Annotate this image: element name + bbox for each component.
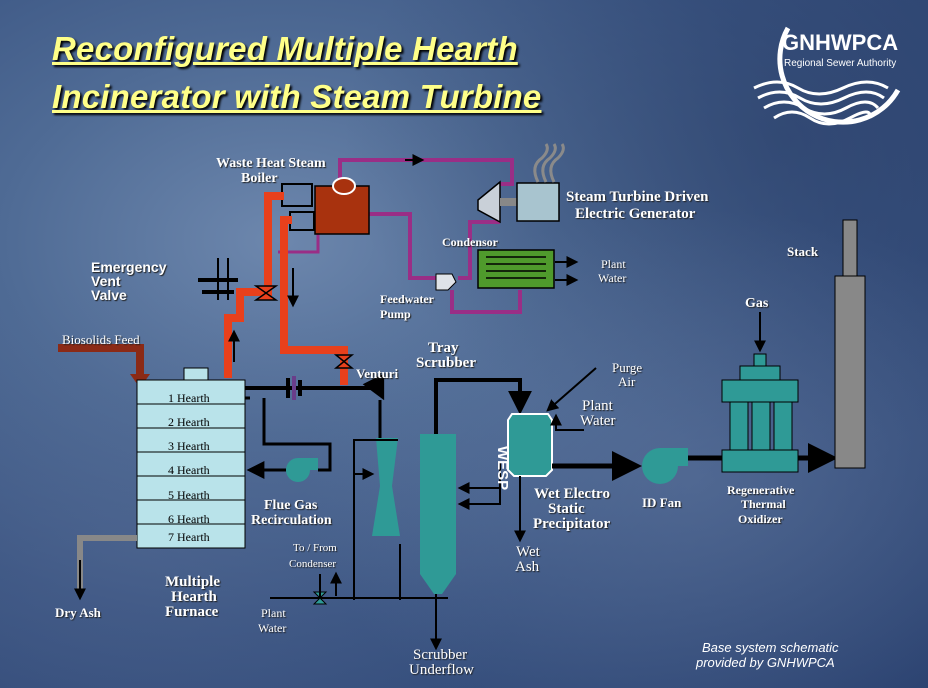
- label-steam-turbine-2: Electric Generator: [575, 206, 696, 222]
- label-scrubber-underflow-2: Underflow: [409, 662, 474, 678]
- label-plant-water-top-2: Water: [598, 271, 627, 285]
- label-emergency-vent-2: Vent: [91, 273, 121, 289]
- steam-turbine-icon: [477, 180, 501, 224]
- label-condensor: Condensor: [442, 235, 499, 249]
- label-tray-scrubber-1: Tray: [428, 340, 459, 356]
- gnhwpca-logo: GNHWPCA Regional Sewer Authority: [748, 18, 918, 146]
- multiple-hearth-furnace: [136, 367, 246, 549]
- hearth-label: 5 Hearth: [168, 488, 210, 502]
- hearth-label: 6 Hearth: [168, 512, 210, 526]
- label-wet-electro-2: Static: [548, 501, 585, 517]
- hearth-label: 1 Hearth: [168, 391, 210, 405]
- label-plant-water-wesp-1: Plant: [582, 398, 613, 414]
- label-stack: Stack: [787, 244, 819, 259]
- label-wet-electro-3: Precipitator: [533, 516, 611, 532]
- title-line-2: Incinerator with Steam Turbine: [52, 78, 542, 115]
- label-id-fan: ID Fan: [642, 495, 682, 510]
- wesp-unit: [507, 413, 553, 477]
- label-rto-3: Oxidizer: [738, 512, 783, 526]
- venturi-scrubber: [353, 378, 532, 651]
- label-rto-1: Regenerative: [727, 483, 795, 497]
- logo-wave-icon: [753, 26, 901, 126]
- stack-top: [842, 219, 858, 277]
- biosolids-feed-arrow: [58, 344, 144, 378]
- boiler-drum: [332, 177, 356, 195]
- label-plant-water-bottom-1: Plant: [261, 606, 286, 620]
- hearth-label: 7 Hearth: [168, 530, 210, 544]
- label-flue-gas-1: Flue Gas: [264, 498, 318, 513]
- label-wet-ash-2: Ash: [515, 559, 540, 575]
- rto-unit: [721, 353, 799, 473]
- hearth-label: 3 Hearth: [168, 439, 210, 453]
- label-biosolids-feed: Biosolids Feed: [62, 332, 140, 347]
- label-plant-water-top-1: Plant: [601, 257, 626, 271]
- label-wesp: WESP: [494, 446, 511, 491]
- label-plant-water-bottom-2: Water: [258, 621, 287, 635]
- hearth-label: 2 Hearth: [168, 415, 210, 429]
- label-wet-electro-1: Wet Electro: [534, 486, 610, 502]
- label-purge-air-1: Purge: [612, 360, 643, 375]
- label-feedwater-pump-1: Feedwater: [380, 292, 434, 306]
- label-plant-water-wesp-2: Water: [580, 413, 616, 429]
- label-multiple-hearth-3: Furnace: [165, 604, 219, 620]
- label-steam-turbine-1: Steam Turbine Driven: [566, 189, 709, 205]
- label-venturi: Venturi: [356, 366, 399, 381]
- stack: [834, 275, 866, 469]
- electric-generator: [516, 182, 560, 222]
- label-multiple-hearth-2: Hearth: [171, 589, 217, 605]
- emergency-vent-valve-icon: [253, 285, 279, 301]
- logo-name: GNHWPCA: [782, 30, 899, 55]
- label-gas: Gas: [745, 296, 769, 311]
- flue-gas-duct: [245, 373, 385, 479]
- title-line-1: Reconfigured Multiple Hearth: [52, 30, 518, 67]
- label-feedwater-pump-2: Pump: [380, 307, 411, 321]
- steam-loop: [278, 154, 522, 314]
- credit-line-2: provided by GNHWPCA: [696, 655, 835, 670]
- label-emergency-vent-3: Valve: [91, 287, 127, 303]
- label-waste-heat-boiler-1: Waste Heat Steam: [216, 156, 326, 171]
- label-rto-2: Thermal: [741, 497, 786, 511]
- label-emergency-vent-1: Emergency: [91, 259, 167, 275]
- label-purge-air-2: Air: [618, 374, 636, 389]
- label-scrubber-underflow-1: Scrubber: [413, 647, 468, 663]
- feedwater-pump-icon: [435, 273, 457, 291]
- hearth-label: 4 Hearth: [168, 463, 210, 477]
- label-multiple-hearth-1: Multiple: [165, 574, 220, 590]
- label-flue-gas-2: Recirculation: [251, 513, 332, 528]
- label-to-from-2: Condenser: [289, 558, 337, 570]
- label-wet-ash-1: Wet: [516, 544, 540, 560]
- credit-line-1: Base system schematic: [702, 640, 839, 655]
- label-tray-scrubber-2: Scrubber: [416, 355, 476, 371]
- label-dry-ash: Dry Ash: [55, 605, 101, 620]
- label-waste-heat-boiler-2: Boiler: [241, 171, 278, 186]
- logo-tagline: Regional Sewer Authority: [784, 58, 897, 69]
- venturi-valve-icon: [333, 354, 355, 369]
- label-to-from-1: To / From: [293, 542, 337, 554]
- condensor: [477, 249, 555, 289]
